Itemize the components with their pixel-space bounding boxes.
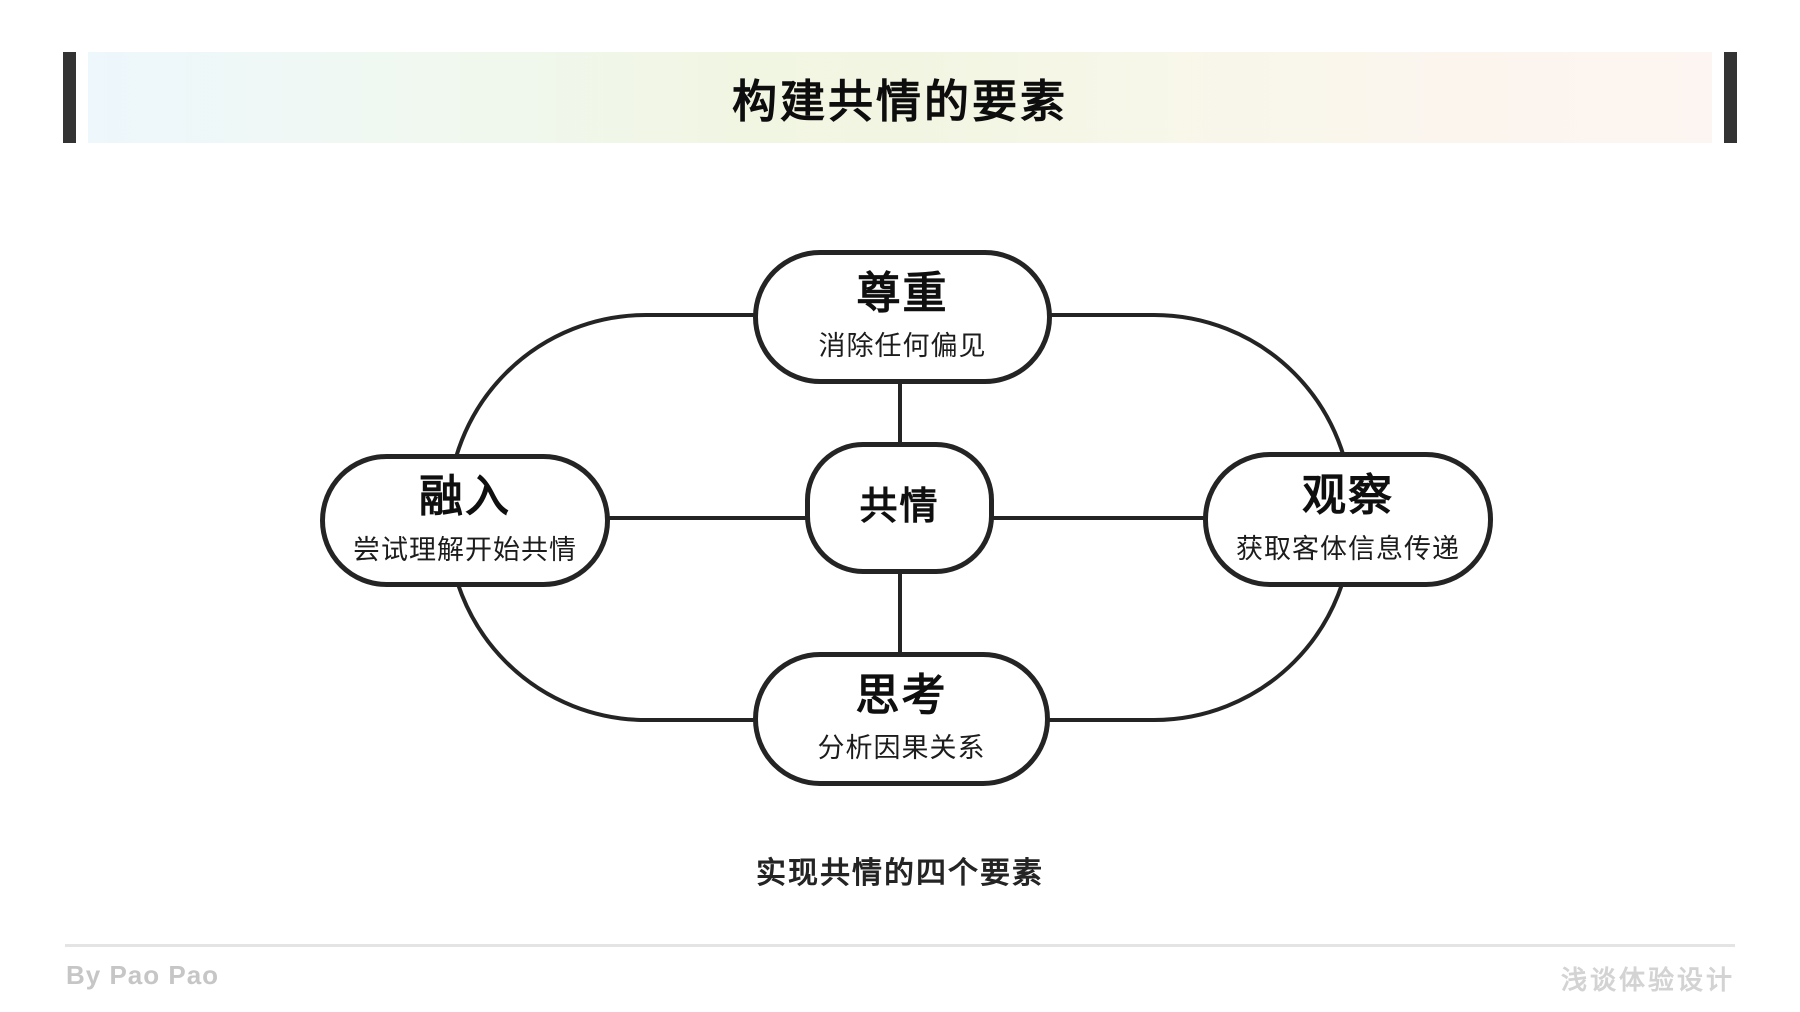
node-empathy-title: 共情: [859, 486, 940, 529]
node-integrate-subtitle: 尝试理解开始共情: [353, 534, 577, 565]
footer-brand: 浅谈体验设计: [1560, 965, 1735, 995]
diagram-caption: 实现共情的四个要素: [756, 857, 1044, 890]
node-empathy-center: 共情: [805, 442, 994, 574]
page-title: 构建共情的要素: [731, 76, 1068, 127]
node-integrate-title: 融入: [419, 472, 511, 522]
header-right-accent-bar: [1724, 52, 1737, 143]
node-observe: 观察 获取客体信息传递: [1203, 452, 1493, 587]
header-left-accent-bar: [63, 52, 76, 143]
footer-divider: [65, 944, 1735, 947]
node-think-subtitle: 分析因果关系: [817, 733, 986, 764]
node-think-title: 思考: [855, 670, 948, 720]
node-observe-subtitle: 获取客体信息传递: [1236, 533, 1460, 564]
node-observe-title: 观察: [1302, 471, 1394, 521]
footer-author: By Pao Pao: [66, 960, 220, 990]
node-think: 思考 分析因果关系: [753, 652, 1050, 786]
node-integrate: 融入 尝试理解开始共情: [320, 454, 610, 587]
node-respect-title: 尊重: [856, 268, 949, 318]
node-respect-subtitle: 消除任何偏见: [818, 331, 987, 362]
header-band: 构建共情的要素: [88, 52, 1712, 143]
node-respect: 尊重 消除任何偏见: [753, 250, 1052, 384]
